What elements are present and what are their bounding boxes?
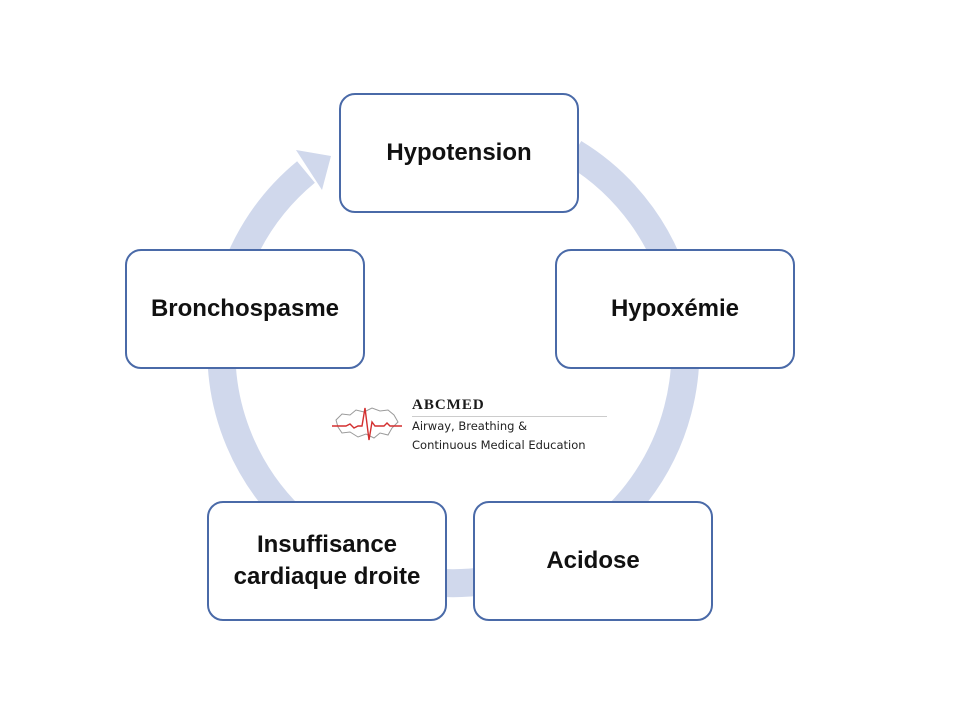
cycle-arrowhead [296,150,331,190]
node-bronchospasme: Bronchospasme [125,249,365,369]
logo-title: ABCMED [412,397,485,413]
node-hypoxemie: Hypoxémie [555,249,795,369]
logo-tagline-1: Airway, Breathing & [412,419,528,433]
logo-tagline-2: Continuous Medical Education [412,438,586,452]
logo-divider [412,416,607,417]
abcmed-logo: ABCMED Airway, Breathing & Continuous Me… [332,396,612,456]
node-hypotension: Hypotension [339,93,579,213]
node-acidose: Acidose [473,501,713,621]
node-insuffisance-cardiaque-droite: Insuffisance cardiaque droite [207,501,447,621]
swiss-map-ecg-icon [332,407,402,441]
